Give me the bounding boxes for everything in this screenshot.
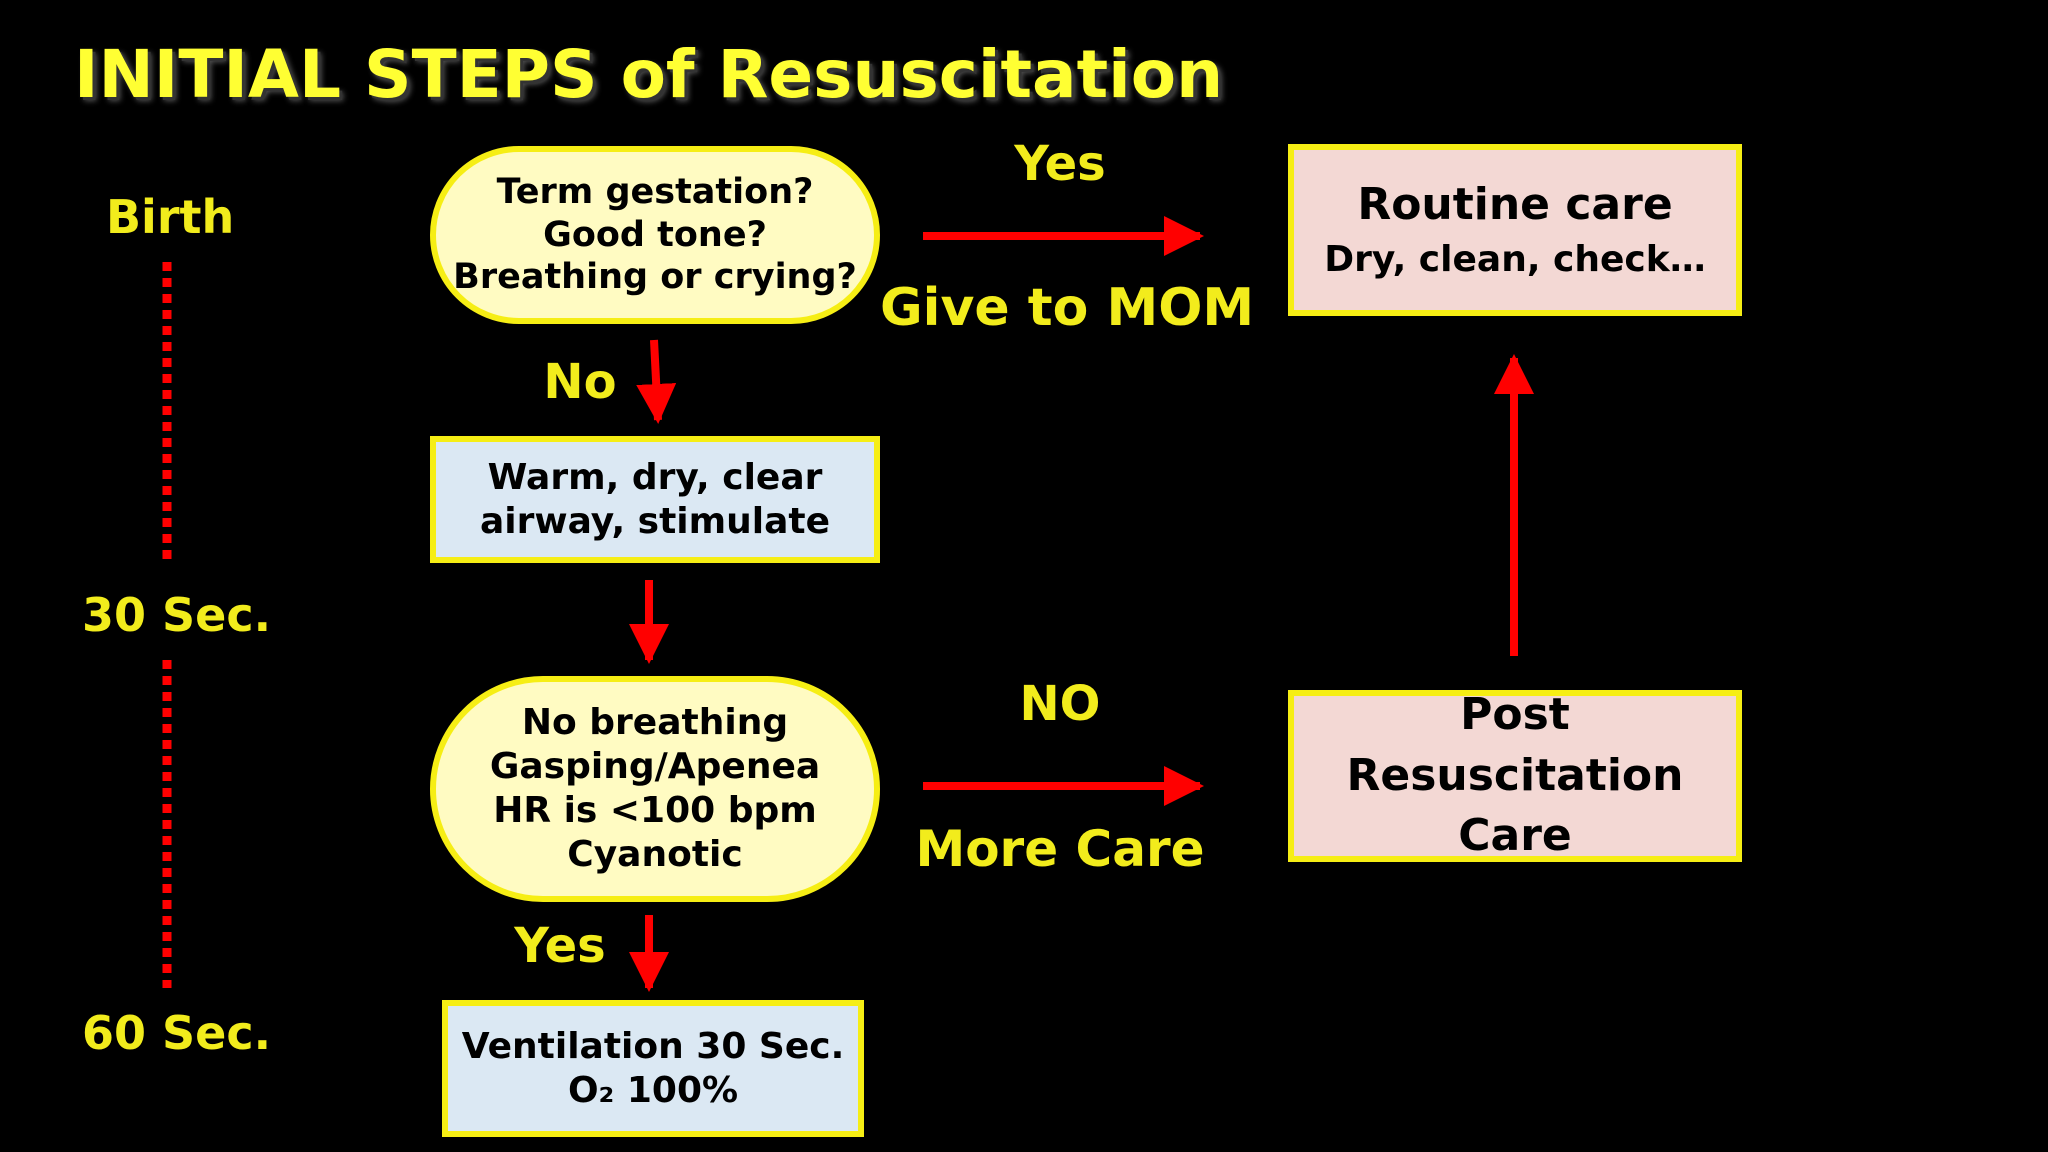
node-line: Warm, dry, clear xyxy=(487,456,823,498)
node-line: Care xyxy=(1458,810,1572,862)
routine-care-title: Routine care xyxy=(1357,179,1673,231)
node-initial-assessment: Term gestation? Good tone? Breathing or … xyxy=(430,146,880,324)
arrow-assess-to-warm xyxy=(636,339,677,424)
node-line: Breathing or crying? xyxy=(453,257,857,298)
timeline-60-sec: 60 Sec. xyxy=(82,1006,272,1060)
node-line: Post Resuscitation xyxy=(1346,688,1684,801)
node-evaluation: No breathing Gasping/Apenea HR is <100 b… xyxy=(430,676,880,902)
node-line: airway, stimulate xyxy=(479,500,831,542)
node-ventilation: Ventilation 30 Sec. O₂ 100% xyxy=(442,1000,864,1137)
node-line: No breathing xyxy=(521,702,789,744)
label-more-care: More Care xyxy=(915,820,1205,878)
node-line: Cyanotic xyxy=(567,833,743,875)
label-yes-top: Yes xyxy=(1014,136,1106,192)
label-yes-bottom: Yes xyxy=(514,918,606,974)
page-title: INITIAL STEPS of Resuscitation xyxy=(74,36,1224,113)
node-line: HR is <100 bpm xyxy=(493,790,817,831)
timeline-30-sec: 30 Sec. xyxy=(82,588,272,642)
node-warm-dry-clear: Warm, dry, clear airway, stimulate xyxy=(430,436,880,563)
node-line: Good tone? xyxy=(543,214,767,255)
node-line: Term gestation? xyxy=(496,171,814,212)
label-give-to-mom: Give to MOM xyxy=(880,278,1255,338)
node-line: Gasping/Apenea xyxy=(489,746,821,788)
node-routine-care: Routine care Dry, clean, check… xyxy=(1288,144,1742,316)
label-no-left: No xyxy=(543,354,617,410)
label-no-right: NO xyxy=(1019,676,1101,732)
timeline-birth: Birth xyxy=(106,190,235,244)
node-post-resuscitation-care: Post Resuscitation Care xyxy=(1288,689,1742,862)
node-line: Ventilation 30 Sec. xyxy=(461,1025,845,1067)
node-line: O₂ 100% xyxy=(567,1069,739,1111)
routine-care-subtitle: Dry, clean, check… xyxy=(1324,238,1706,280)
